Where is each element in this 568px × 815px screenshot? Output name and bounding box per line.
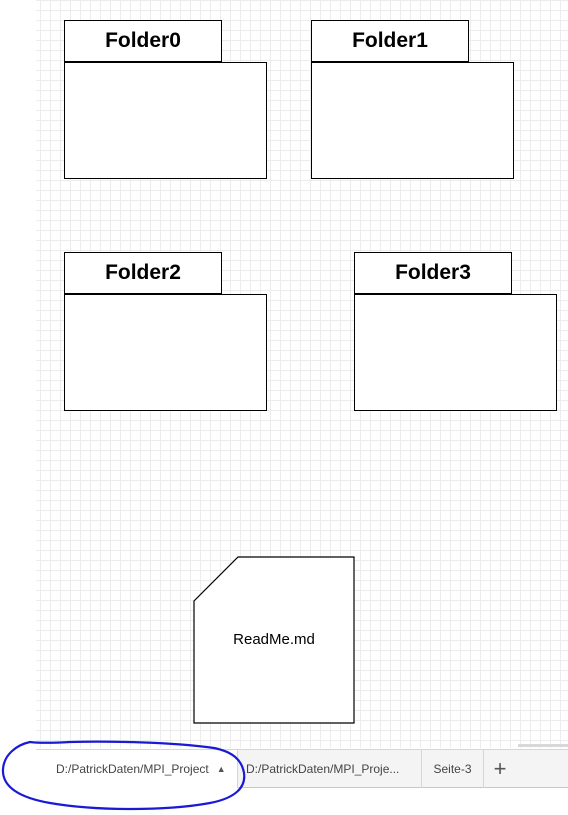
page-tab-1-label: D:/PatrickDaten/MPI_Project [56,762,209,776]
note-label: ReadMe.md [233,631,315,648]
folder-2-title: Folder2 [64,252,222,294]
page-tab-bar: D:/PatrickDaten/MPI_Project ▲ D:/Patrick… [36,749,568,788]
folder-0-title: Folder0 [64,20,222,62]
horizontal-scrollbar[interactable] [518,744,568,747]
page-tab-2[interactable]: D:/PatrickDaten/MPI_Proje... [238,750,422,788]
folder-1-body [311,62,514,179]
add-page-button[interactable]: + [486,750,514,788]
note-shape [193,556,355,724]
folder-0-body [64,62,267,179]
page-tab-2-label: D:/PatrickDaten/MPI_Proje... [246,762,400,776]
readme-note[interactable]: ReadMe.md [193,556,355,724]
page-tab-1[interactable]: D:/PatrickDaten/MPI_Project ▲ [36,750,238,788]
folder-3-title: Folder3 [354,252,512,294]
plus-icon: + [493,756,507,781]
folder-1-title: Folder1 [311,20,469,62]
folder-3-body [354,294,557,411]
folder-2-body [64,294,267,411]
caret-up-icon[interactable]: ▲ [216,764,226,774]
page-tab-3-label: Seite-3 [433,762,472,776]
page-tab-3[interactable]: Seite-3 [422,750,484,788]
highlight-circle-annotation [1,740,246,811]
